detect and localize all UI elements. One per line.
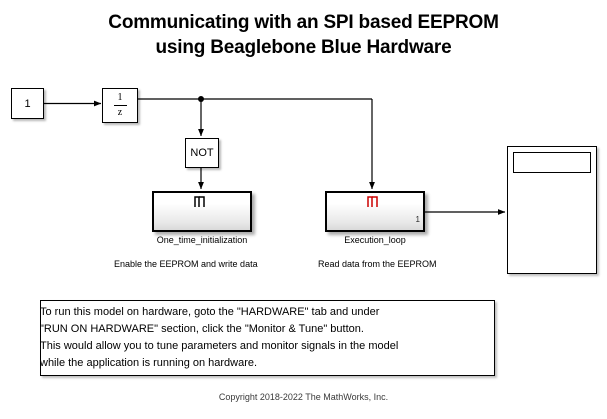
constant-block-value: 1: [24, 97, 31, 110]
annotation-line-4: while the application is running on hard…: [40, 357, 258, 369]
annotation-onetime-note: Enable the EEPROM and write data: [114, 259, 258, 269]
annotation-line-2: "RUN ON HARDWARE" section, click the "Mo…: [40, 323, 364, 335]
page-title-line1: Communicating with an SPI based EEPROM: [108, 12, 499, 33]
subsystem-execution-loop[interactable]: 1: [325, 191, 425, 232]
page-title-line2: using Beaglebone Blue Hardware: [155, 37, 452, 58]
unit-delay-denominator: z: [117, 107, 123, 118]
unit-delay-block[interactable]: 1 z: [102, 88, 138, 123]
scope-display-bar: [513, 152, 591, 173]
not-gate-label: NOT: [190, 147, 214, 159]
annotation-textbox-content: To run this model on hardware, goto the …: [40, 304, 494, 372]
subsystem-one-time-initialization[interactable]: [152, 191, 252, 232]
fraction-bar-icon: [113, 105, 127, 106]
copyright-text: Copyright 2018-2022 The MathWorks, Inc.: [218, 392, 389, 402]
trigger-pulse-icon-red: [367, 196, 378, 207]
annotation-execloop-note: Read data from the EEPROM: [318, 259, 437, 269]
unit-delay-fraction: 1 z: [113, 92, 127, 118]
unit-delay-numerator: 1: [117, 92, 123, 103]
annotation-line-1: To run this model on hardware, goto the …: [40, 306, 380, 318]
not-gate-block[interactable]: NOT: [185, 138, 219, 168]
constant-block[interactable]: 1: [11, 88, 44, 119]
subsystem-one-time-initialization-label: One_time_initialization: [156, 235, 248, 245]
trigger-pulse-icon: [194, 196, 205, 207]
subsystem-execution-loop-label: Execution_loop: [344, 235, 406, 245]
page-title: Communicating with an SPI based EEPROM u…: [0, 10, 607, 60]
annotation-line-3: This would allow you to tune parameters …: [40, 340, 399, 352]
execution-loop-output-port-label: 1: [415, 215, 420, 224]
annotation-textbox[interactable]: To run this model on hardware, goto the …: [40, 300, 495, 376]
signal-branch-point: [198, 96, 204, 102]
scope-block[interactable]: [507, 146, 597, 274]
